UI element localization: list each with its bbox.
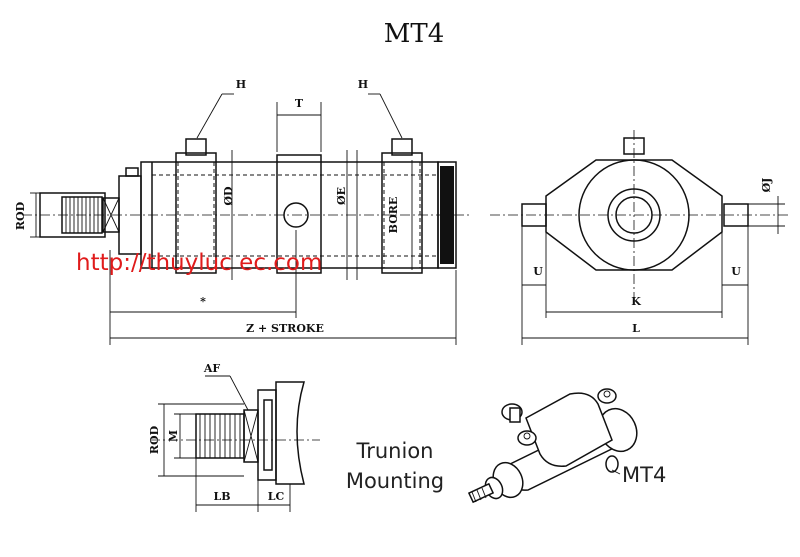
label-star: *	[200, 295, 206, 308]
label-rod: ROD	[14, 201, 27, 230]
label-u-left: U	[533, 265, 543, 278]
label-l: L	[632, 322, 640, 335]
label-h-right: H	[358, 78, 368, 91]
label-u-right: U	[731, 265, 741, 278]
caption-mounting: Mounting	[346, 469, 444, 493]
label-h-left: H	[236, 78, 246, 91]
label-z-stroke: Z + STROKE	[246, 322, 324, 335]
label-rod-detail: ROD	[148, 425, 161, 454]
cylinder-side-view	[22, 93, 470, 345]
label-od: ØD	[222, 186, 235, 206]
isometric-view	[467, 388, 638, 504]
label-lb: LB	[213, 490, 230, 503]
label-af: AF	[203, 362, 221, 375]
label-k: K	[631, 295, 641, 308]
diagram-title: MT4	[384, 19, 445, 49]
caption-trunion: Trunion	[356, 439, 434, 463]
label-bore: BORE	[387, 197, 400, 234]
caption-mt4: MT4	[622, 463, 666, 487]
watermark-url: http://thuyluc ec.com	[76, 250, 322, 276]
label-oj: ØJ	[760, 178, 773, 193]
rod-end-detail	[150, 375, 320, 512]
label-lc: LC	[268, 490, 285, 503]
cylinder-end-view	[490, 130, 790, 345]
label-t: T	[295, 97, 304, 110]
label-m: M	[167, 430, 180, 442]
label-oe: ØE	[335, 187, 348, 205]
